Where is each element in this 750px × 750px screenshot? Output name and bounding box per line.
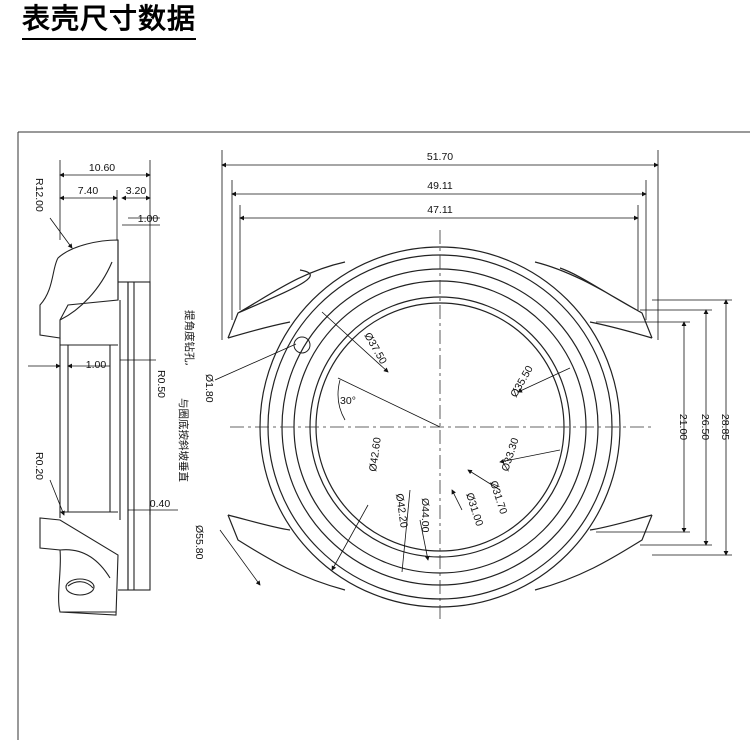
dim-radius-low: R0.20 [33,452,45,480]
dim-h-c: 28.85 [719,414,731,440]
dim-h-a: 21.00 [677,414,689,440]
lug-top-left [227,261,346,339]
dim-d-3550: Ø35.50 [508,364,536,400]
note-line-1: 提角度钻孔, [183,310,196,366]
case-back-band [127,281,151,591]
dim-d-3170: Ø31.70 [487,479,509,516]
dim-d-3750: Ø37.50 [361,331,389,367]
center-lines [230,230,655,620]
dim-d-4220: Ø42.20 [393,493,410,529]
front-view-dims [214,150,732,586]
dim-d-3330: Ø33.30 [499,436,521,473]
dim-width-a: 7.40 [78,185,99,197]
dim-width-total: 10.60 [89,162,115,174]
side-view [39,239,151,616]
bottom-horn-profile [39,517,119,616]
dim-width-b: 3.20 [126,185,147,197]
dim-w-outer: 51.70 [427,151,453,163]
lug-bottom-right [534,514,653,591]
dim-inner-step: 1.00 [86,359,107,371]
dim-d-4260: Ø42.60 [367,436,384,472]
page-title: 表壳尺寸数据 [22,2,197,40]
dim-h-b: 26.50 [699,414,711,440]
dim-angle: 30° [340,395,356,407]
dim-d-4400: Ø44.00 [419,498,431,533]
dim-step-top: 1.00 [138,213,159,225]
dim-w-inner: 47.11 [427,204,453,216]
dim-d-180: Ø1.80 [203,374,215,403]
top-horn-profile [39,239,119,339]
dim-radius-inner: R0.50 [155,370,167,398]
drill-hole-marker [293,336,311,354]
dim-d-5580: Ø55.80 [193,525,205,560]
dim-d-3100: Ø31.00 [463,491,485,528]
dim-w-mid: 49.11 [427,180,453,192]
dim-radius-top: R12.00 [33,178,45,212]
note-line-2: 与圈底按斜坡垂直 [177,398,190,482]
lug-bottom-left [227,514,346,591]
lug-top-right [534,261,653,339]
side-view-dims [28,160,178,516]
dim-step-low: 0.40 [150,498,171,510]
